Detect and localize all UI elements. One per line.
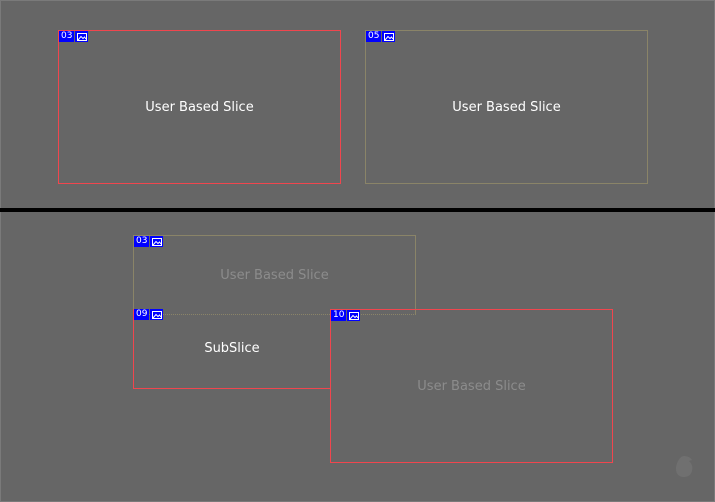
slice-badge: 03 [134, 236, 164, 247]
slice-number: 10 [331, 310, 347, 321]
slice-badge: 05 [366, 31, 396, 42]
watermark-drop-icon [676, 456, 693, 477]
slice-03-bottom[interactable]: 03 User Based Slice [133, 235, 416, 315]
section-divider [0, 208, 715, 212]
slice-number: 05 [366, 31, 382, 42]
slice-label: User Based Slice [145, 99, 254, 115]
slice-label: User Based Slice [452, 99, 561, 115]
slice-number: 03 [59, 31, 75, 42]
slice-09[interactable]: 09 SubSlice [133, 309, 331, 389]
slice-label: User Based Slice [417, 378, 526, 394]
slice-badge: 09 [134, 309, 164, 320]
image-icon [382, 31, 396, 42]
slice-badge: 10 [331, 310, 361, 321]
slice-number: 03 [134, 236, 150, 247]
slice-badge: 03 [59, 31, 89, 42]
image-icon [150, 236, 164, 247]
image-icon [347, 310, 361, 321]
slice-03-top[interactable]: 03 User Based Slice [58, 30, 341, 184]
slice-label: User Based Slice [220, 268, 329, 283]
slice-number: 09 [134, 309, 150, 320]
slice-label: SubSlice [204, 341, 260, 356]
image-icon [75, 31, 89, 42]
slice-10[interactable]: 10 User Based Slice [330, 309, 613, 463]
image-icon [150, 309, 164, 320]
slice-05[interactable]: 05 User Based Slice [365, 30, 648, 184]
